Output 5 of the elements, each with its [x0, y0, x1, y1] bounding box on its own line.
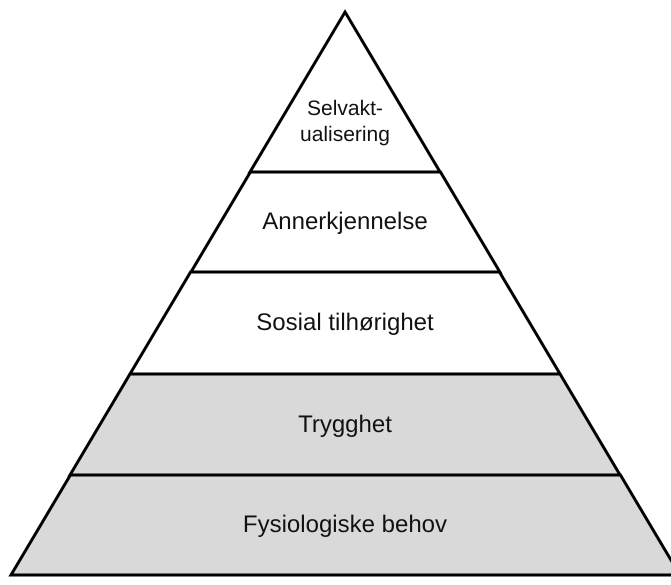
level-label: Fysiologiske behov: [242, 510, 448, 540]
level-label: Sosial tilhørighet: [256, 308, 434, 338]
level-label: Annerkjennelse: [262, 207, 428, 237]
level-label: Selvakt-ualisering: [299, 96, 391, 148]
level-label: Trygghet: [298, 410, 392, 440]
